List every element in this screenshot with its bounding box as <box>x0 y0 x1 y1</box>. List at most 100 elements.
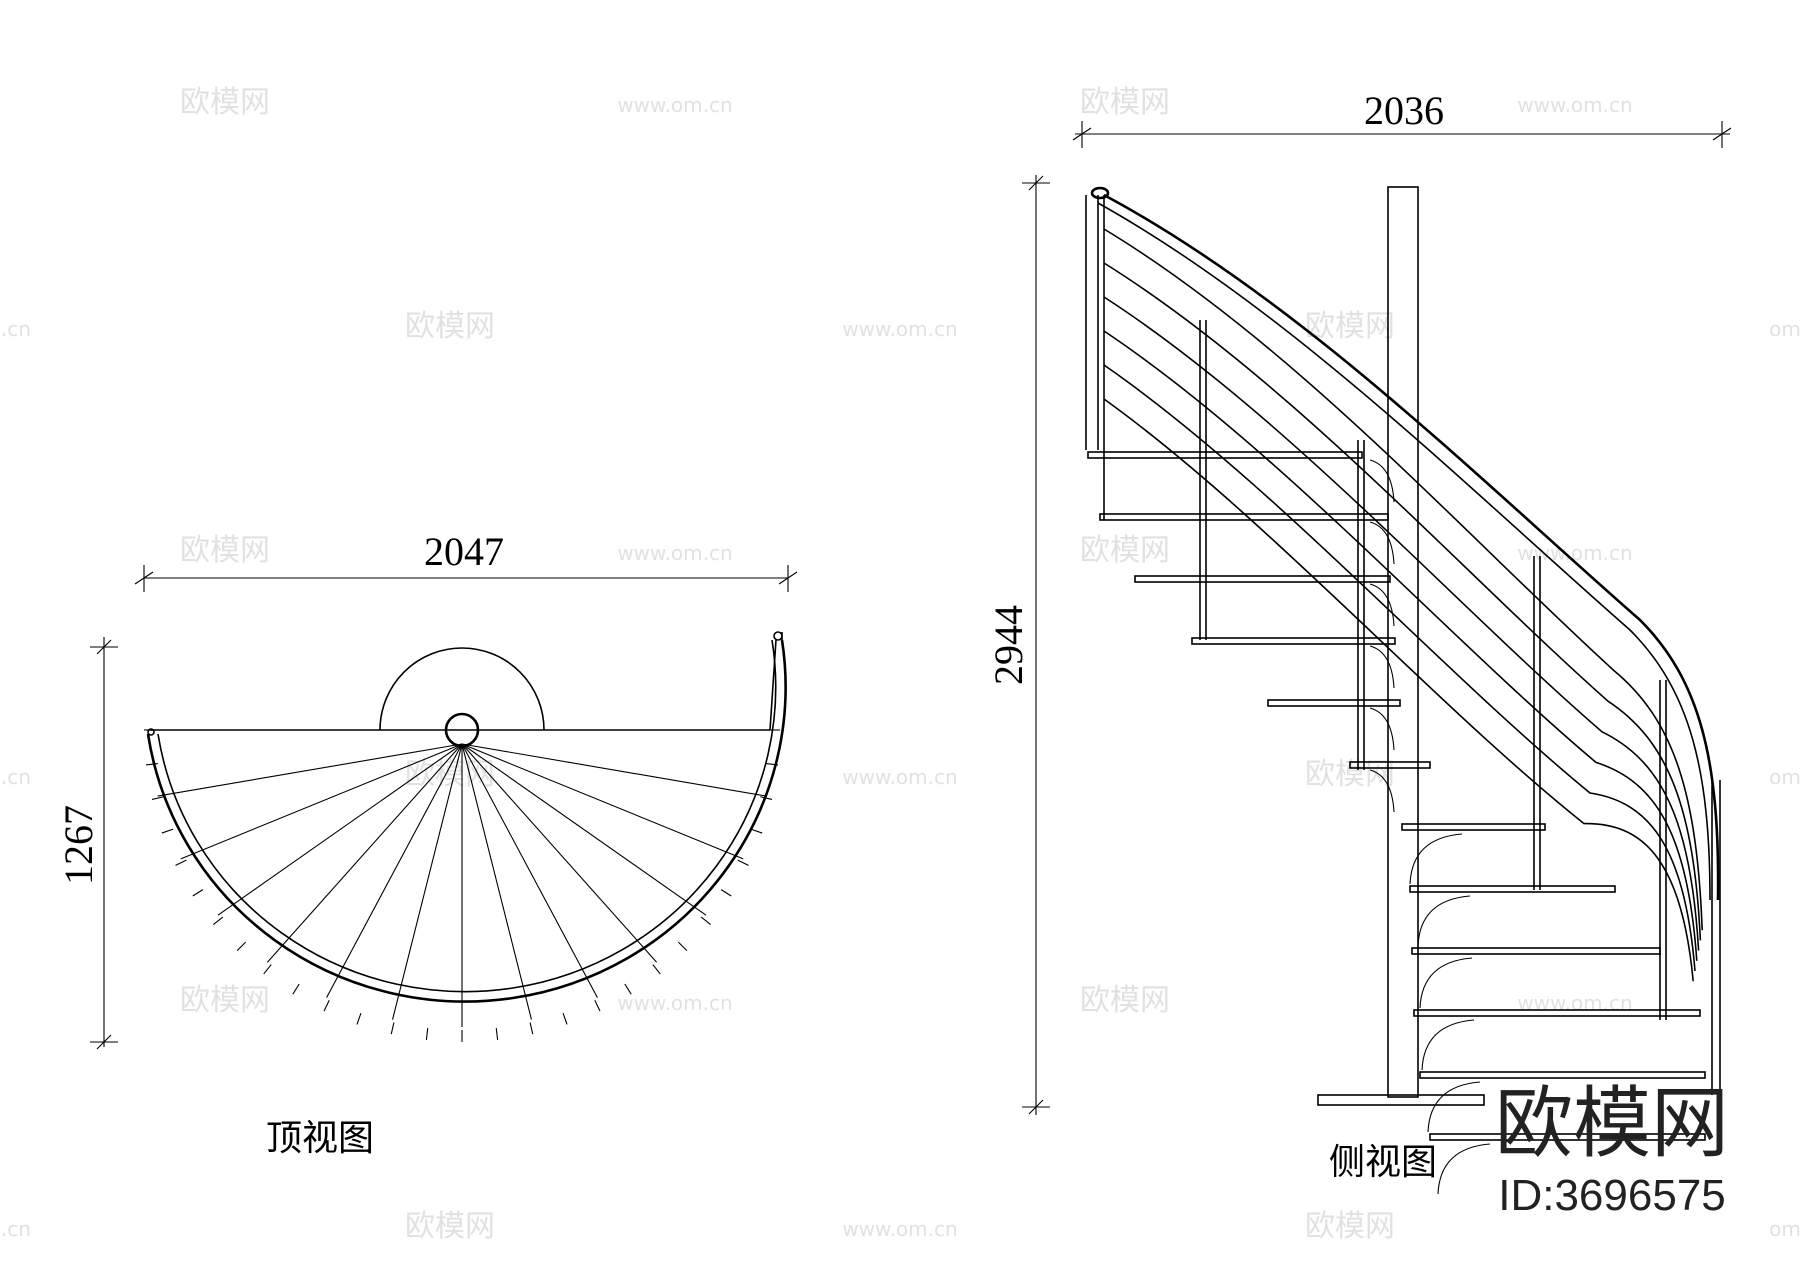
top-step-line <box>461 743 532 1020</box>
tread-bracket <box>1369 707 1395 751</box>
brand-id: ID:3696575 <box>1498 1171 1726 1220</box>
side-handrail-rails <box>1097 193 1720 982</box>
side-view-caption: 侧视图 <box>1329 1142 1437 1183</box>
side-view-width-dimension: 2036 <box>1072 88 1732 148</box>
handrail-joint <box>700 916 711 925</box>
handrail-joint <box>760 796 773 800</box>
handrail-joint <box>323 1000 330 1012</box>
handrail-start-post <box>147 728 155 736</box>
handrail-joint <box>263 964 272 975</box>
stair-tread <box>1419 1071 1706 1079</box>
top-view-caption: 顶视图 <box>266 1118 374 1159</box>
side-outer-frame <box>1711 780 1721 1095</box>
side-top-posts <box>1085 195 1105 520</box>
top-step-line <box>217 743 463 916</box>
watermark-text: om.cn <box>1769 765 1800 789</box>
stair-tread <box>1349 761 1431 769</box>
handrail-joint <box>529 1022 534 1035</box>
tread-bracket <box>1419 957 1473 1009</box>
stair-tread <box>1134 575 1391 583</box>
top-view-height-label: 1267 <box>56 805 101 885</box>
stair-tread <box>1411 947 1661 955</box>
handrail-cap <box>1090 186 1110 200</box>
handrail-joint <box>425 1028 429 1041</box>
tread-bracket <box>1437 1143 1491 1195</box>
side-balusters <box>1199 320 1667 1020</box>
handrail-joint <box>750 828 763 834</box>
watermark-text: 欧模网 <box>1080 85 1170 120</box>
watermark-text: www.om.cn <box>617 991 732 1015</box>
handrail-joint <box>624 983 632 995</box>
watermark-layer: 欧模网 www.om.cn 欧模网 www.om.cn om.cn 欧模网 www.om.c… <box>0 85 1800 1244</box>
watermark-text: 欧模网 <box>180 533 270 568</box>
stair-tread <box>1267 699 1401 707</box>
side-sub-rail <box>1103 398 1694 982</box>
watermark-text: www.om.cn <box>1517 93 1632 117</box>
watermark-text: 欧模网 <box>1080 533 1170 568</box>
watermark-text: 欧模网 <box>405 309 495 344</box>
handrail-joint <box>737 859 749 866</box>
handrail-joint <box>356 1012 362 1025</box>
top-step-line <box>326 743 463 998</box>
watermark-text: 欧模网 <box>405 1209 495 1244</box>
top-step-line <box>461 743 767 797</box>
stair-tread <box>1087 451 1363 459</box>
watermark-text: 欧模网 <box>180 983 270 1018</box>
outer-handrail-inner <box>157 639 777 993</box>
side-sub-rail <box>1103 330 1698 961</box>
watermark-text: www.om.cn <box>617 541 732 565</box>
side-view-width-label: 2036 <box>1364 88 1444 133</box>
stair-tread <box>1099 513 1389 521</box>
tread-bracket <box>1421 1019 1475 1071</box>
handrail-joint <box>161 828 174 834</box>
watermark-text: www.om.cn <box>842 1217 957 1241</box>
watermark-text: 欧模网 <box>1305 1209 1395 1244</box>
watermark-text: www.om.cn <box>1517 991 1632 1015</box>
stair-tread <box>1413 1009 1701 1017</box>
tread-bracket <box>1369 769 1395 813</box>
handrail-joint <box>175 859 187 866</box>
stair-tread <box>1429 1133 1706 1141</box>
side-view: 2036 2944 <box>986 88 1732 1195</box>
handrail-joint <box>495 1028 499 1041</box>
top-view-width-label: 2047 <box>424 529 504 574</box>
watermark-text: 欧模网 <box>1080 983 1170 1018</box>
tread-bracket <box>1369 459 1395 503</box>
handrail-joint <box>677 941 688 952</box>
top-step-line <box>461 743 744 860</box>
top-step-line <box>392 743 463 1020</box>
top-step-line <box>461 743 658 963</box>
watermark-text: om.cn <box>0 1217 31 1241</box>
watermark-text: www.om.cn <box>842 765 957 789</box>
side-center-column <box>1387 186 1419 1098</box>
watermark-text: om.cn <box>1769 317 1800 341</box>
tread-bracket <box>1369 583 1395 627</box>
side-sub-rail <box>1103 228 1703 931</box>
side-view-height-label: 2944 <box>986 605 1031 685</box>
stair-tread <box>1409 885 1616 893</box>
handrail-joint <box>766 763 779 766</box>
tread-bracket <box>1409 833 1463 885</box>
top-view: 2047 1267 顶视图 <box>56 529 798 1159</box>
side-sub-rail <box>1103 364 1696 972</box>
top-landing-arc <box>379 647 545 731</box>
side-stair-treads <box>1087 451 1706 1195</box>
watermark-text: om.cn <box>0 317 31 341</box>
top-step-line <box>461 743 707 916</box>
handrail-joint <box>236 941 247 952</box>
tread-bracket <box>1369 521 1395 565</box>
top-view-steps <box>157 743 767 1027</box>
stair-tread <box>1191 637 1396 645</box>
tread-bracket <box>1369 645 1395 689</box>
side-main-handrail <box>1103 193 1720 901</box>
handrail-joint <box>145 763 158 766</box>
top-handrail-joints <box>144 729 780 1042</box>
top-step-line <box>180 743 463 860</box>
brand-name: 欧模网 <box>1495 1079 1729 1169</box>
handrail-joint <box>292 983 300 995</box>
handrail-joint <box>390 1022 395 1035</box>
side-view-height-dimension: 2944 <box>986 175 1050 1115</box>
handrail-joint <box>562 1012 568 1025</box>
side-base-plate <box>1317 1094 1485 1106</box>
